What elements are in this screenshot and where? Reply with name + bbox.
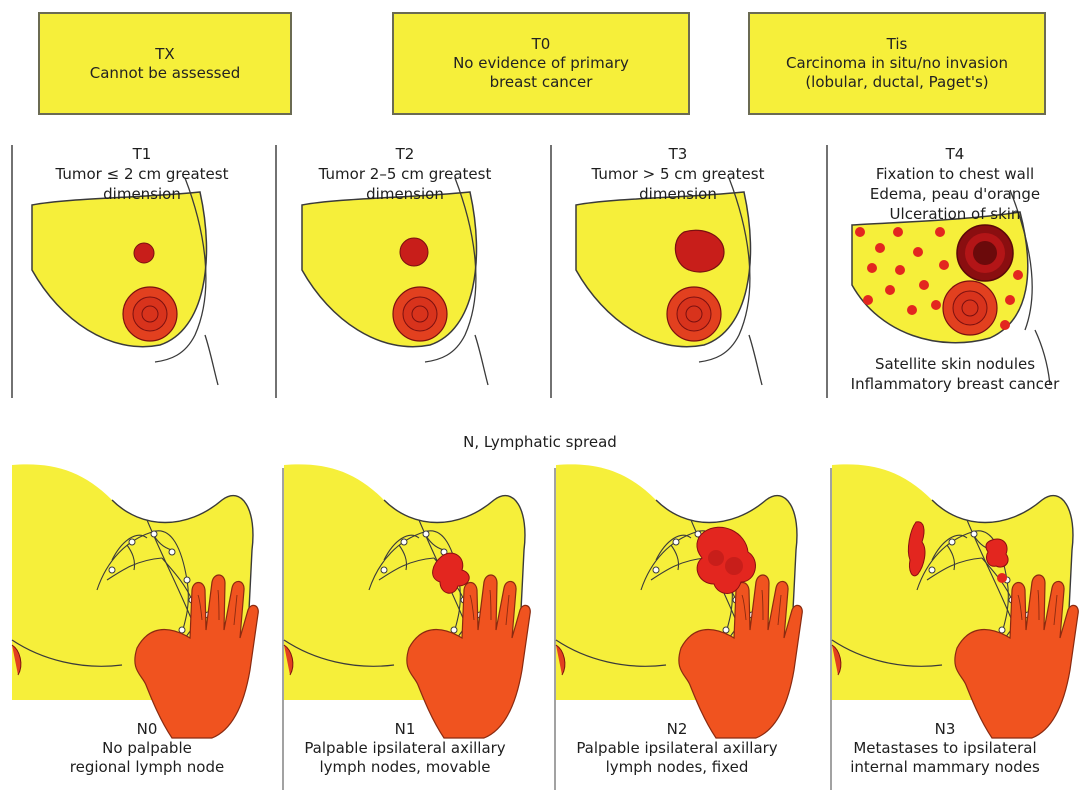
t0-box: T0 No evidence of primary breast cancer xyxy=(392,12,690,115)
n0-line2: regional lymph node xyxy=(69,758,225,776)
t1-line1: Tumor ≤ 2 cm greatest xyxy=(55,165,229,183)
t2-code: T2 xyxy=(395,145,415,163)
n2-code: N2 xyxy=(666,720,688,738)
tis-box: Tis Carcinoma in situ/no invasion (lobul… xyxy=(748,12,1046,115)
n2-illustration xyxy=(555,463,803,739)
n2-line2: lymph nodes, fixed xyxy=(605,758,749,776)
t3-tumor xyxy=(674,229,725,273)
tx-code: TX xyxy=(155,44,175,63)
t1-breast xyxy=(31,177,219,386)
n1-illustration xyxy=(283,463,531,739)
n-section-title: N, Lymphatic spread xyxy=(463,433,617,451)
t1-line2: dimension xyxy=(103,185,181,203)
n2-node-cluster xyxy=(696,526,756,594)
t4-line1: Fixation to chest wall xyxy=(875,165,1035,183)
tx-box: TX Cannot be assessed xyxy=(38,12,292,115)
t2-breast xyxy=(301,177,489,386)
n0-illustration xyxy=(11,463,259,739)
t2-line2: dimension xyxy=(366,185,444,203)
t4-bottom-caption: Satellite skin nodules Inflammatory brea… xyxy=(835,354,1075,394)
t3-caption: T3 Tumor > 5 cm greatest dimension xyxy=(558,144,798,204)
t3-line2: dimension xyxy=(639,185,717,203)
n0-code: N0 xyxy=(136,720,158,738)
n3-axillary-node xyxy=(985,538,1009,568)
tx-description: Cannot be assessed xyxy=(89,63,241,82)
n3-caption: N3 Metastases to ipsilateral internal ma… xyxy=(815,720,1075,777)
t3-code: T3 xyxy=(668,145,688,163)
t4-inflammatory-label: Inflammatory breast cancer xyxy=(850,375,1060,393)
n0-caption: N0 No palpable regional lymph node xyxy=(12,720,282,777)
t3-breast xyxy=(575,177,763,386)
t1-tumor xyxy=(133,242,155,264)
n3-line2: internal mammary nodes xyxy=(850,758,1040,776)
tis-description-line1: Carcinoma in situ/no invasion xyxy=(786,54,1008,72)
n1-code: N1 xyxy=(394,720,416,738)
t3-line1: Tumor > 5 cm greatest xyxy=(591,165,765,183)
t-stage-illustrations xyxy=(11,145,1051,398)
t0-description-line2: breast cancer xyxy=(489,73,593,91)
n3-code: N3 xyxy=(934,720,956,738)
t4-line3: Ulceration of skin xyxy=(889,205,1021,223)
n3-line1: Metastases to ipsilateral xyxy=(853,739,1037,757)
t2-caption: T2 Tumor 2–5 cm greatest dimension xyxy=(285,144,525,204)
tis-code: Tis xyxy=(886,35,908,53)
n2-line1: Palpable ipsilateral axillary xyxy=(576,739,778,757)
n1-node xyxy=(432,552,470,594)
t2-line1: Tumor 2–5 cm greatest xyxy=(318,165,492,183)
t1-caption: T1 Tumor ≤ 2 cm greatest dimension xyxy=(22,144,262,204)
n0-line1: No palpable xyxy=(102,739,192,757)
t4-code: T4 xyxy=(945,145,965,163)
t2-tumor xyxy=(399,237,429,267)
t4-caption: T4 Fixation to chest wall Edema, peau d'… xyxy=(835,144,1075,224)
n1-line2: lymph nodes, movable xyxy=(319,758,491,776)
t4-breast xyxy=(851,189,1051,386)
n1-caption: N1 Palpable ipsilateral axillary lymph n… xyxy=(270,720,540,777)
n3-illustration xyxy=(831,463,1079,739)
tis-description-line2: (lobular, ductal, Paget's) xyxy=(805,73,989,91)
t1-code: T1 xyxy=(132,145,152,163)
t0-code: T0 xyxy=(531,35,551,53)
t4-satellite-label: Satellite skin nodules xyxy=(874,355,1036,373)
n1-line1: Palpable ipsilateral axillary xyxy=(304,739,506,757)
t4-line2: Edema, peau d'orange xyxy=(869,185,1041,203)
t0-description-line1: No evidence of primary xyxy=(453,54,629,72)
n2-caption: N2 Palpable ipsilateral axillary lymph n… xyxy=(542,720,812,777)
n3-internal-mammary-node xyxy=(907,521,926,577)
